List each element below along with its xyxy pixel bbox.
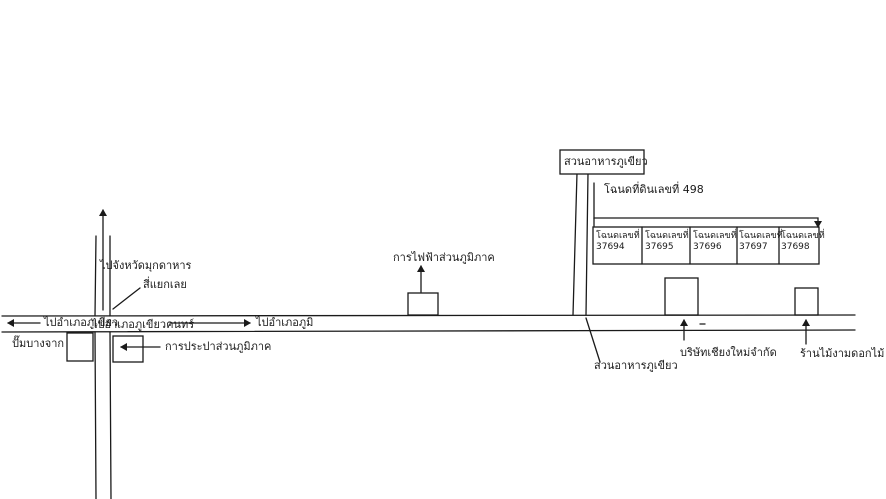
deed-strip [592,226,820,265]
label-to-phu-khieo: ไปอำเภอภูเขียว [44,316,119,329]
deed-number: 37696 [693,242,722,252]
deed-cell-3: โฉนดเลขที่ 37696 [693,231,737,253]
label-to-mukdahan: ไปจังหวัดมุกดาหาร [100,259,192,272]
sign-pole [572,172,589,316]
deed-dividers [641,226,780,265]
electricity-building [407,292,439,316]
deed-title: โฉนดเลขที่ [596,231,640,241]
label-restaurant-sign: สวนอาหารภูเขียว [564,155,648,168]
deed-title: โฉนดเลขที่ [693,231,737,241]
label-to-phu-lom: ไปอำเภอภูมิ [256,316,314,329]
deed-number: 37695 [645,242,674,252]
restaurant-sign [559,149,645,175]
label-to-phu-kham: ไปอำเภอภูเขียวคนทร์ [92,318,195,331]
label-electricity-office: การไฟฟ้าส่วนภูมิภาค [393,251,495,264]
lane-pointer [585,317,601,363]
deed-cell-1: โฉนดเลขที่ 37694 [596,231,640,253]
deed-number: 37697 [739,242,768,252]
deed-title: โฉนดเลขที่ [739,231,783,241]
intersection-pointer [112,287,141,310]
cross-road-right-edge [109,235,112,499]
company-building [664,277,699,316]
label-water-office: การประปาส่วนภูมิภาค [165,340,272,353]
label-gas-station: ปั๊มบางจาก [12,337,65,350]
label-intersection: สี่แยกเลย [143,278,187,291]
deed-cell-2: โฉนดเลขที่ 37695 [645,231,689,253]
garden-shop-building [794,287,819,316]
cross-road-left-edge [94,235,97,499]
deed-title: โฉนดเลขที่ [781,231,825,241]
label-lane: สวนอาหารภูเขียว [594,359,678,372]
plot-pointer [593,182,822,228]
label-garden-shop: ร้านไม้งามดอกไม้ [800,347,885,360]
water-office-building [112,335,144,363]
gas-station-building [66,332,94,362]
label-company: บริษัทเชียงใหม่จำกัด [680,346,777,359]
deed-number: 37694 [596,242,625,252]
deed-cell-4: โฉนดเลขที่ 37697 [739,231,783,253]
main-road-bottom-edge [1,329,856,333]
deed-title: โฉนดเลขที่ [645,231,689,241]
deed-number: 37698 [781,242,810,252]
deed-cell-5: โฉนดเลขที่ 37698 [781,231,825,253]
label-land-plot: โฉนดที่ดินเลขที่ 498 [604,183,704,196]
